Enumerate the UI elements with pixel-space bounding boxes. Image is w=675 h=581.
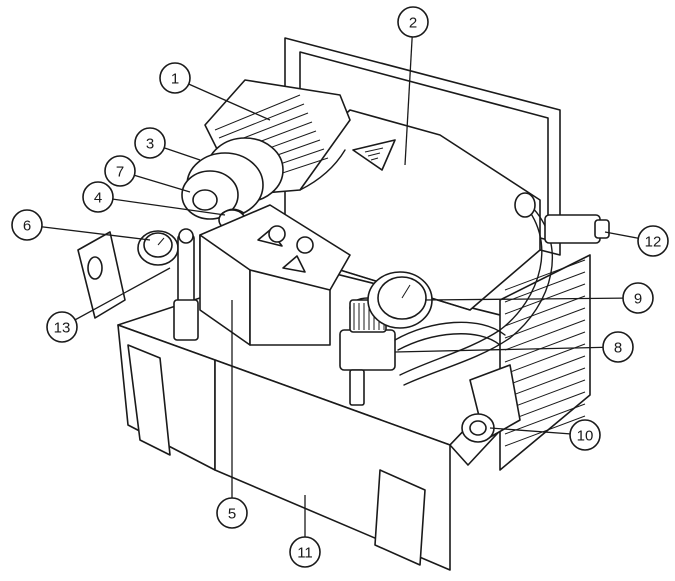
leader-line-8 [394,346,619,353]
callout-number: 11 [297,545,313,562]
callout-8: 8 [602,331,634,363]
callout-number: 5 [228,506,236,523]
output-pressure-gauge [367,271,433,329]
coil-line [504,367,586,399]
callout-11: 11 [289,536,321,568]
callout-circle [134,127,166,159]
callout-number: 1 [171,71,179,88]
leader-line-1 [174,77,271,121]
callout-number: 9 [634,291,642,308]
callout-6: 6 [11,209,43,241]
callout-number: 2 [409,15,417,32]
pressure-switch [199,204,351,346]
callout-12: 12 [637,225,669,257]
callout-number: 7 [116,164,124,181]
callout-circle [637,225,669,257]
callout-10: 10 [569,419,601,451]
coil-line [504,259,586,291]
coil-line [504,307,586,339]
quick-coupling [514,192,610,244]
tank-pressure-gauge [137,230,179,266]
leader-line-9 [424,297,639,301]
callout-number: 4 [94,190,102,207]
callout-number: 10 [577,428,594,445]
callout-circle [159,62,191,94]
info-label-icon [268,225,286,243]
callout-5: 5 [216,497,248,529]
leader-line-10 [489,427,586,436]
coil-line [504,343,586,375]
callout-circle [216,497,248,529]
coil-line [504,379,586,411]
callout-circle [289,536,321,568]
left-bracket [77,231,126,319]
callout-circle [569,419,601,451]
flywheel [181,137,284,220]
callout-number: 3 [146,136,154,153]
leader-line-4 [97,196,226,216]
callout-4: 4 [82,181,114,213]
callout-number: 12 [645,234,662,251]
coil-line [504,403,586,435]
callout-9: 9 [622,282,654,314]
coil-line [504,415,586,447]
callout-circle [82,181,114,213]
callout-2: 2 [397,6,429,38]
drain-filter [461,364,521,443]
coil-line [504,331,586,363]
fin-line [218,103,305,139]
callout-circle [622,282,654,314]
callout-1: 1 [159,62,191,94]
info-label-icon-2 [296,236,314,254]
callout-number: 13 [54,320,71,337]
leader-line-6 [26,224,151,241]
callout-circle [46,311,78,343]
callout-7: 7 [104,155,136,187]
coil-line [504,355,586,387]
coil-line [504,295,586,327]
callout-circle [104,155,136,187]
leader-line-13 [61,267,171,328]
callout-3: 3 [134,127,166,159]
callout-number: 8 [614,340,622,357]
warning-label-icon-2 [282,255,306,273]
callout-circle [397,6,429,38]
safety-valve [173,228,199,341]
callout-13: 13 [46,311,78,343]
fin-line [214,94,301,131]
leader-line-2 [404,21,414,166]
coil-line [504,271,586,303]
callout-number: 6 [23,218,31,235]
coil-line [504,319,586,351]
callout-circle [602,331,634,363]
callout-circle [11,209,43,241]
